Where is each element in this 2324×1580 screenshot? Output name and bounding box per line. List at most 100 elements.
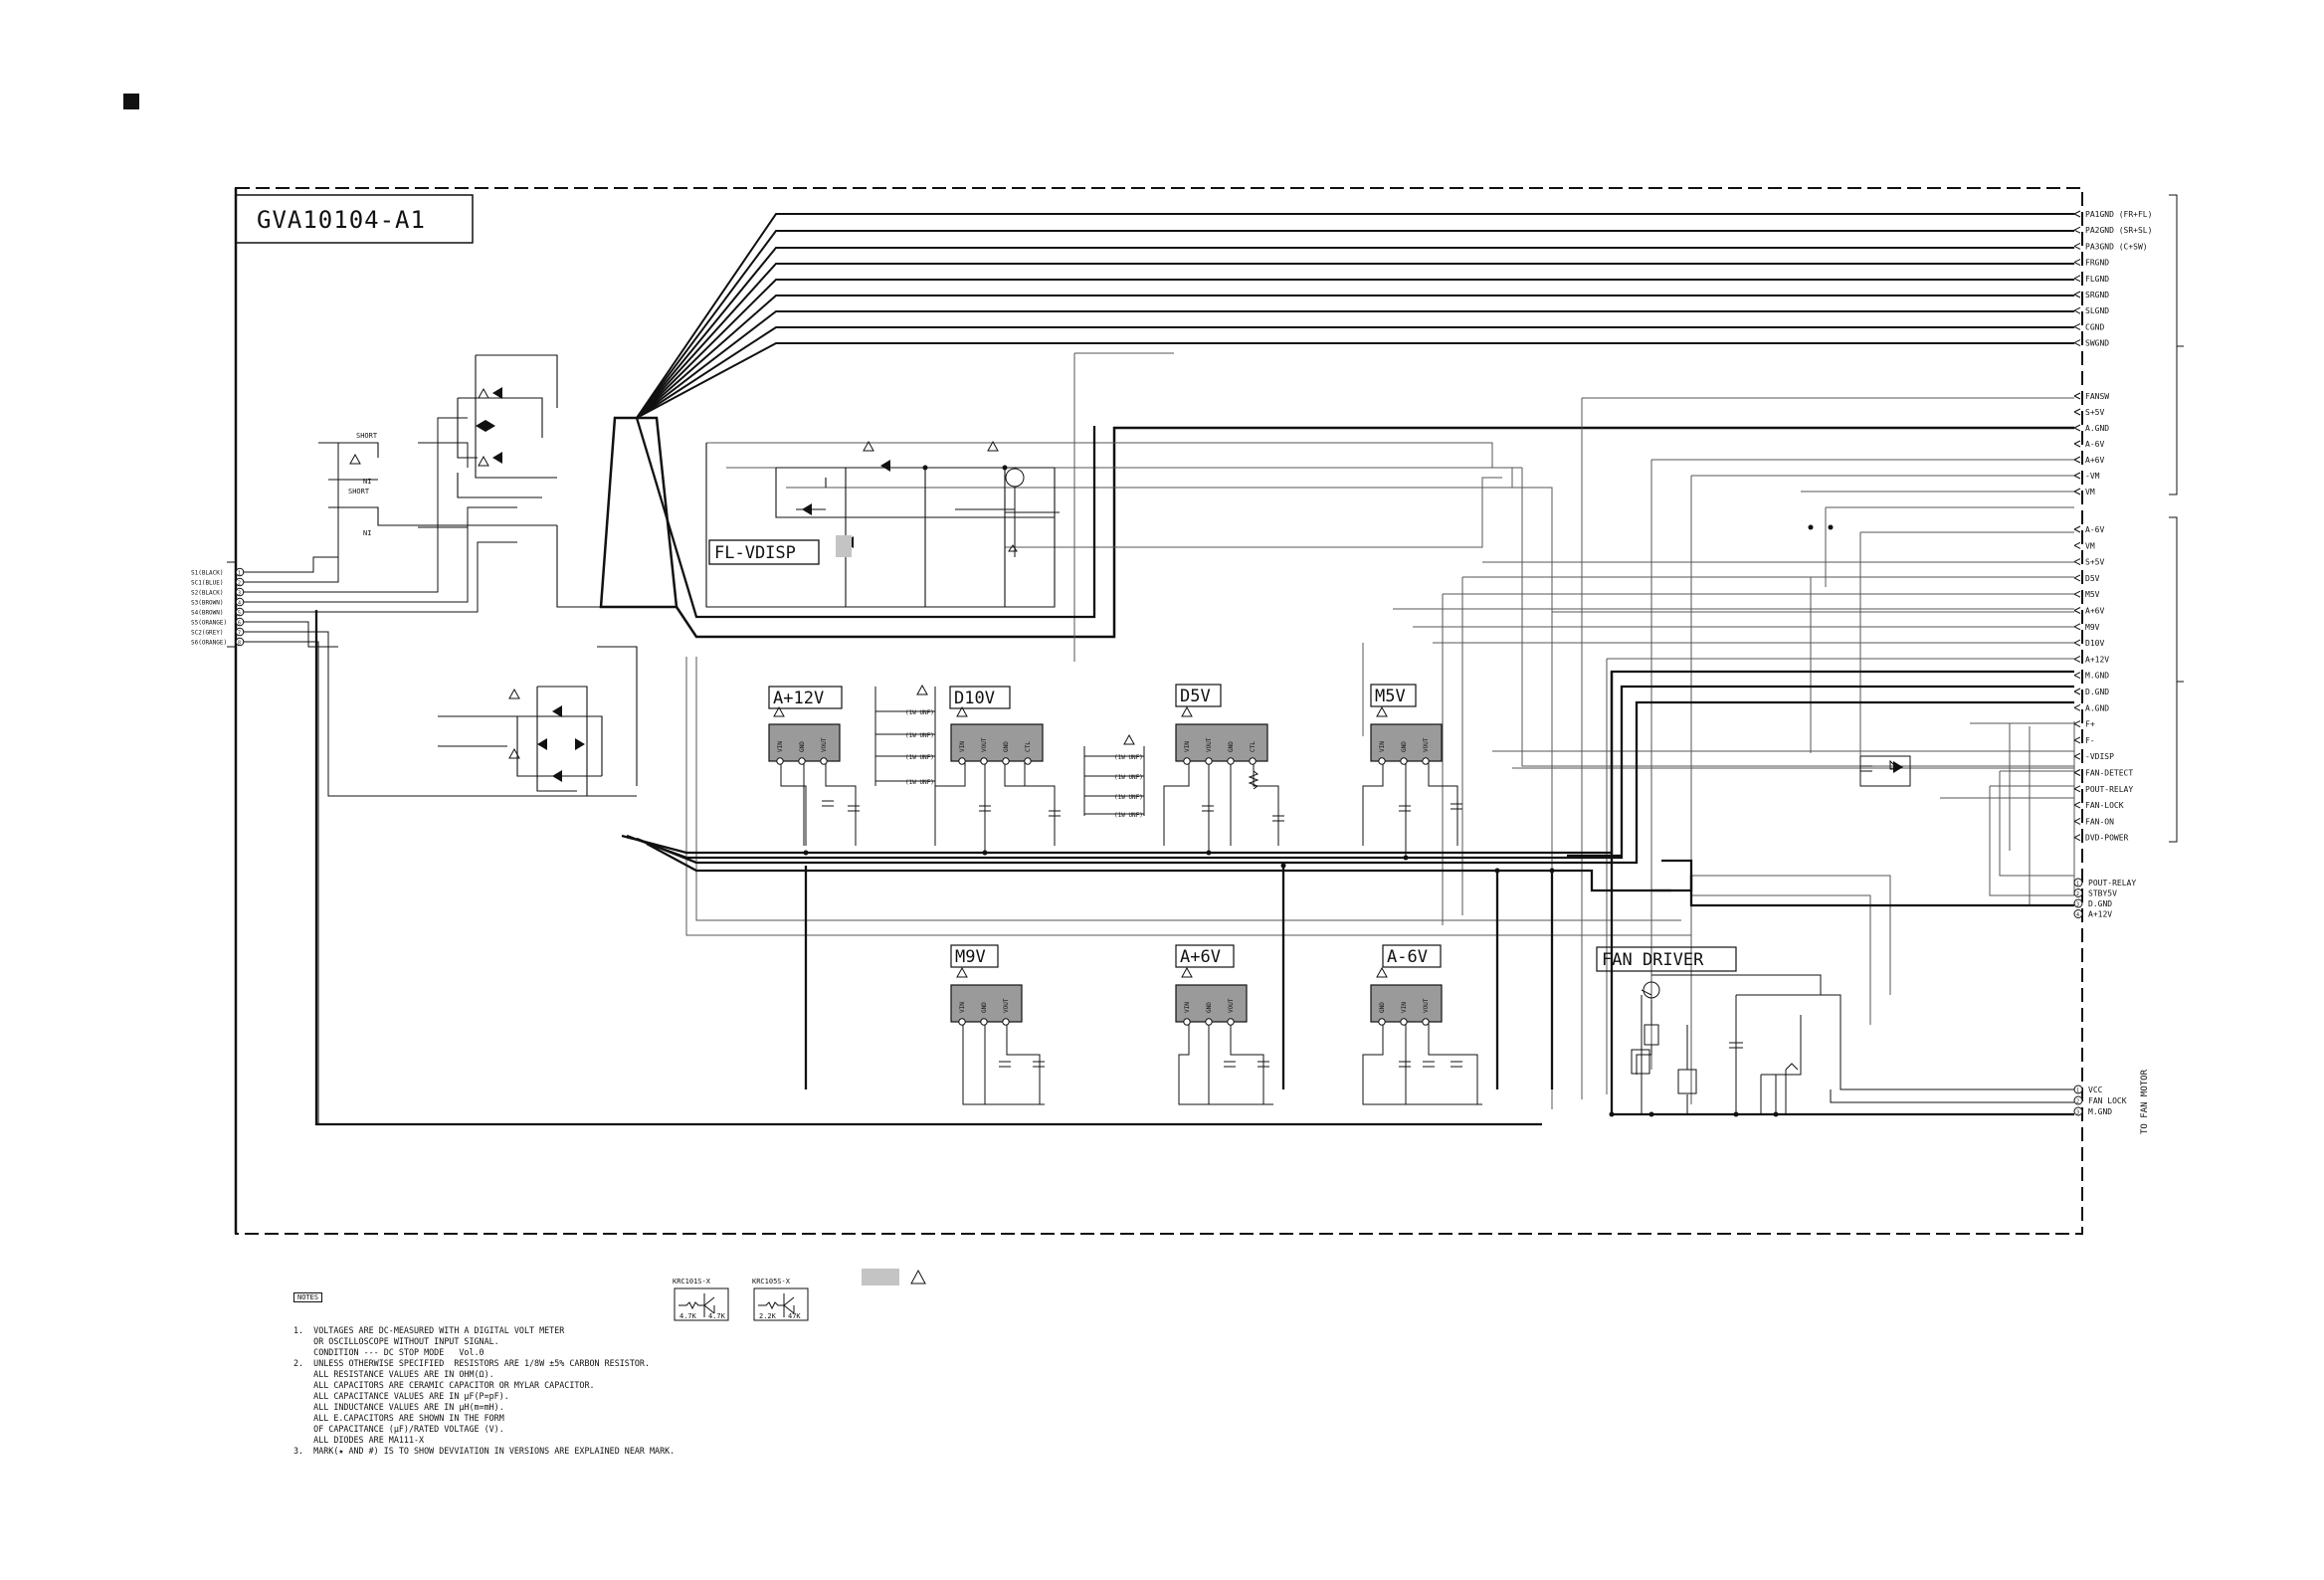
left-connector-pin: [235, 627, 245, 637]
left-connector-pin-number: 2: [238, 581, 241, 587]
right-terminal-label: S+5V: [2085, 408, 2104, 417]
arrow-terminal: [2073, 607, 2081, 614]
right-terminal-label: FLGND: [2085, 275, 2109, 284]
arrow-terminal: [2073, 623, 2081, 631]
note-line: OR OSCILLOSCOPE WITHOUT INPUT SIGNAL.: [293, 1336, 499, 1346]
fan-connector-label: VCC: [2088, 1086, 2103, 1094]
ic-pin-label: GND: [1206, 1002, 1213, 1013]
resistor-rating-label: (1W UNF): [1114, 812, 1143, 819]
right-terminal-label: A-6V: [2085, 440, 2104, 449]
left-connector-pin: [235, 607, 245, 617]
arrow-terminal: [2073, 801, 2081, 809]
right-connector-label: STBY5V: [2088, 889, 2117, 898]
arrow-terminal: [2073, 672, 2081, 680]
ic-pin-label: VOUT: [1423, 737, 1430, 752]
ic-am6v: [1370, 984, 1443, 1023]
right-terminal-label: F+: [2085, 720, 2095, 729]
block-label-a12v: A+12V: [773, 689, 824, 708]
right-terminal-label: PA2GND (SR+SL): [2085, 226, 2152, 235]
arrow-terminal: [2073, 541, 2081, 549]
ic-pin: [1378, 1018, 1386, 1026]
right-connector-label: A+12V: [2088, 910, 2112, 919]
fan-connector-pin: [2073, 1106, 2083, 1116]
right-terminal-label: A-6V: [2085, 525, 2104, 534]
legend-r1: 4.7K: [679, 1312, 697, 1320]
right-connector-pin: [2073, 878, 2083, 888]
arrow-terminal: [2073, 817, 2081, 825]
arrow-terminal: [2073, 590, 2081, 598]
note-line: CONDITION --- DC STOP MODE Vol.0: [293, 1347, 484, 1357]
ic-a12v: [768, 723, 841, 762]
left-connector-pin: [235, 597, 245, 607]
right-terminal-label: PA3GND (C+SW): [2085, 242, 2148, 251]
arrow-terminal: [2073, 259, 2081, 267]
fan-connector-pin: [2073, 1085, 2083, 1094]
arrow-terminal: [2073, 488, 2081, 495]
notes-lines: 1. VOLTAGES ARE DC-MEASURED WITH A DIGIT…: [293, 1325, 675, 1457]
resistor-rating-label: (1W UNF): [905, 779, 934, 786]
arrow-terminal: [2073, 688, 2081, 695]
arrow-terminal: [2073, 736, 2081, 744]
ic-pin-label: VOUT: [821, 737, 828, 752]
right-terminal-label: D5V: [2085, 574, 2100, 583]
right-terminal-label: VM: [2085, 488, 2095, 496]
board-outline: [235, 187, 2083, 1235]
right-terminal-label: M.GND: [2085, 672, 2109, 681]
right-terminal-label: D10V: [2085, 639, 2104, 648]
right-connector-pin: [2073, 909, 2083, 918]
ic-pin: [958, 757, 966, 765]
legend-krc101s: KRC101S-X: [673, 1278, 711, 1285]
left-connector-label: S4(BROWN): [191, 610, 224, 617]
arrow-terminal: [2073, 408, 2081, 416]
ic-pin-label: GND: [1401, 741, 1408, 752]
fan-connector-pin-number: 3: [2076, 1110, 2079, 1116]
ic-pin: [1183, 1018, 1191, 1026]
right-terminal-label: -VDISP: [2085, 752, 2114, 761]
left-connector-pin: [235, 617, 245, 627]
ic-d5v: [1175, 723, 1268, 762]
right-connector-pin-number: 3: [2076, 902, 2079, 908]
right-terminal-label: -VM: [2085, 472, 2100, 481]
fl-vdisp-box: [708, 539, 820, 565]
ic-m5v: [1370, 723, 1443, 762]
resistor-rating-label: (1W UNF): [1114, 754, 1143, 761]
left-connector-label: SC1(BLUE): [191, 580, 224, 587]
ic-pin: [1183, 757, 1191, 765]
ic-pin: [1002, 1018, 1010, 1026]
left-connector-pin: [235, 637, 245, 647]
arrow-terminal: [2073, 392, 2081, 400]
left-connector-pin: [235, 587, 245, 597]
arrow-terminal: [2073, 242, 2081, 250]
arrow-terminal: [2073, 456, 2081, 464]
ic-pin-label: CTL: [1250, 741, 1257, 752]
ic-pin: [1400, 757, 1408, 765]
arrow-terminal: [2073, 275, 2081, 283]
arrow-terminal: [2073, 226, 2081, 234]
ic-pin-label: VIN: [1379, 741, 1386, 752]
ic-pin: [1024, 757, 1032, 765]
ic-pin-label: VOUT: [981, 737, 988, 752]
ic-pin-label: VOUT: [1423, 998, 1430, 1013]
arrow-terminal: [2073, 834, 2081, 842]
note-line: 1. VOLTAGES ARE DC-MEASURED WITH A DIGIT…: [293, 1325, 565, 1335]
arrow-terminal: [2073, 424, 2081, 432]
ic-pin-label: VIN: [777, 741, 784, 752]
ic-pin-label: VOUT: [1206, 737, 1213, 752]
right-terminal-label: M9V: [2085, 623, 2100, 632]
right-terminal-label: DVD-POWER: [2085, 834, 2129, 843]
right-terminal-label: FAN-ON: [2085, 817, 2114, 826]
arrow-terminal: [2073, 655, 2081, 663]
short-label: SHORT: [356, 432, 378, 440]
note-line: 3. MARK(★ AND #) IS TO SHOW DEVVIATION I…: [293, 1446, 676, 1456]
right-connector-label: D.GND: [2088, 899, 2112, 908]
ic-pin: [980, 757, 988, 765]
right-connector-pin: [2073, 889, 2083, 897]
ic-pin-label: GND: [1003, 741, 1010, 752]
arrow-terminal: [2073, 291, 2081, 298]
right-terminal-label: FRGND: [2085, 259, 2109, 268]
right-terminal-label: FAN-DETECT: [2085, 769, 2133, 778]
arrow-terminal: [2073, 769, 2081, 776]
board-title: GVA10104-A1: [257, 206, 426, 234]
fan-motor-title: TO FAN MOTOR: [2140, 1069, 2150, 1134]
